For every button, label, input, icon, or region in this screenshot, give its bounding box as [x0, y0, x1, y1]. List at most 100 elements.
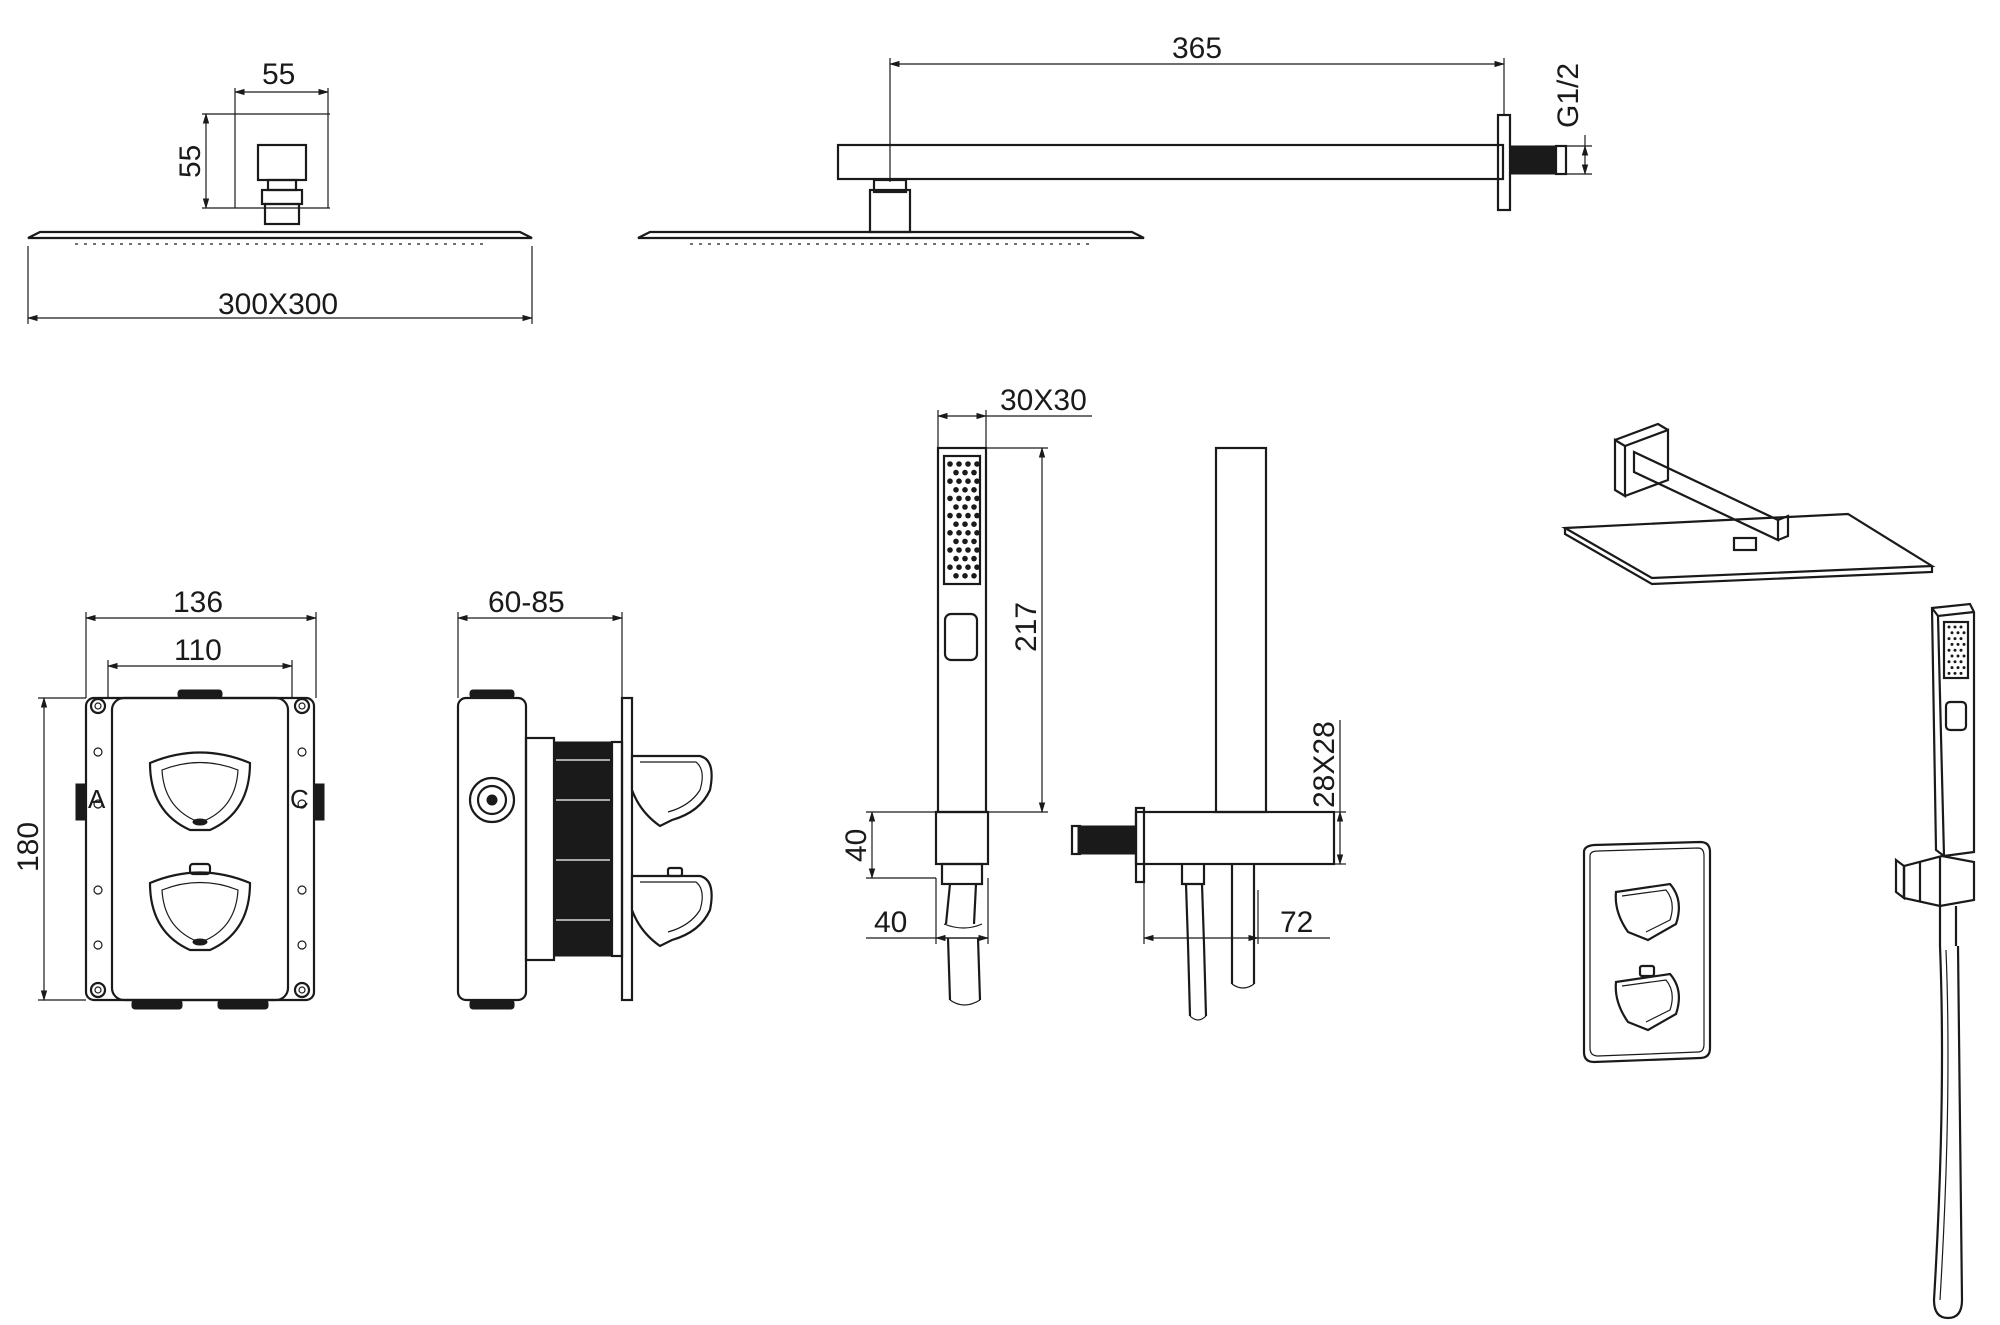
- spray-nozzle: [971, 504, 977, 510]
- spray-nozzle: [947, 495, 953, 502]
- spray-nozzle: [965, 495, 971, 502]
- spray-nozzle: [1959, 671, 1963, 675]
- valve-depth-label: 60-85: [488, 586, 565, 619]
- spray-nozzle: [1956, 631, 1960, 635]
- valve-label-right: C: [290, 784, 309, 814]
- spray-nozzle: [965, 461, 971, 467]
- valve-height-label: 180: [12, 822, 45, 872]
- spray-nozzle: [1962, 642, 1966, 646]
- arm-length-dimension: 365: [888, 32, 1506, 182]
- spray-nozzle: [1953, 637, 1957, 641]
- spray-nozzle: [953, 521, 959, 527]
- spray-nozzle: [947, 530, 953, 536]
- head-size-dimension: 300X300: [26, 246, 534, 324]
- spray-nozzle: [1959, 637, 1963, 641]
- spray-nozzle: [974, 495, 980, 502]
- thread-dimension: G1/2: [1552, 63, 1592, 176]
- spray-nozzle: [956, 530, 962, 536]
- valve-plate-width-dimension: 110: [106, 634, 294, 698]
- holder-width-label: 40: [874, 906, 907, 939]
- valve-box-front-view: A C: [75, 689, 325, 1010]
- spray-nozzle: [962, 573, 968, 579]
- valve-label-left: A: [88, 784, 106, 814]
- bracket-depth-dimension: 72: [1142, 882, 1330, 944]
- spray-nozzle: [953, 487, 959, 493]
- valve-outer-width-dimension: 136: [84, 586, 318, 698]
- spray-nozzle: [974, 461, 980, 467]
- spray-nozzle: [1950, 631, 1954, 635]
- isometric-valve-trim: [1582, 840, 1712, 1064]
- head-width-label: 55: [262, 58, 295, 91]
- spray-nozzle: [1947, 671, 1951, 675]
- spray-nozzle: [1953, 625, 1957, 629]
- spray-nozzle: [965, 478, 971, 485]
- spray-nozzle: [1950, 642, 1954, 646]
- spray-nozzle: [965, 512, 971, 519]
- bracket-depth-label: 72: [1280, 906, 1313, 939]
- spray-nozzle: [953, 504, 959, 510]
- spray-nozzle: [1947, 625, 1951, 629]
- spray-nozzle: [1959, 660, 1963, 664]
- spray-nozzle: [971, 538, 977, 545]
- spray-nozzle: [974, 547, 980, 553]
- spray-nozzle: [1956, 642, 1960, 646]
- arm-length-label: 365: [1172, 32, 1222, 65]
- spray-nozzle: [1953, 648, 1957, 652]
- spray-nozzle-grid: [947, 461, 980, 579]
- hand-shower-front-view: [934, 446, 990, 1006]
- spray-nozzle: [1947, 660, 1951, 664]
- spray-nozzle: [956, 495, 962, 502]
- shower-arm-side-view: [637, 113, 1568, 245]
- spray-nozzle: [965, 530, 971, 536]
- head-size-label: 300X300: [218, 288, 338, 321]
- spray-nozzle: [962, 504, 968, 510]
- spray-nozzle: [956, 461, 962, 467]
- spray-nozzle: [947, 478, 953, 485]
- spray-nozzle: [1962, 631, 1966, 635]
- valve-side-view: [456, 689, 713, 1010]
- spray-nozzle: [956, 564, 962, 570]
- spray-nozzle: [953, 555, 959, 562]
- spray-nozzle: [1959, 625, 1963, 629]
- thread-label: G1/2: [1552, 63, 1585, 128]
- spray-nozzle: [1959, 648, 1963, 652]
- spray-nozzle: [962, 487, 968, 493]
- spray-nozzle: [974, 564, 980, 570]
- spray-nozzle: [1953, 671, 1957, 675]
- isometric-hand-shower: [1894, 602, 1976, 1320]
- spray-nozzle: [965, 547, 971, 553]
- spray-nozzle: [1950, 666, 1954, 670]
- bracket-section-dimension: 28X28: [1308, 720, 1346, 866]
- spray-nozzle: [974, 512, 980, 519]
- holder-width-dimension: 40: [866, 878, 990, 944]
- hand-shower-side-view: [1070, 446, 1336, 1021]
- spray-nozzle: [947, 512, 953, 519]
- valve-plate-width-label: 110: [174, 634, 222, 667]
- iso-spray-nozzle-grid: [1947, 625, 1966, 675]
- spray-nozzle: [962, 555, 968, 562]
- handset-length-label: 217: [1010, 602, 1043, 652]
- spray-nozzle: [953, 573, 959, 579]
- valve-outer-width-label: 136: [173, 586, 223, 619]
- spray-nozzle: [1947, 648, 1951, 652]
- spray-nozzle: [974, 478, 980, 485]
- valve-depth-dimension: 60-85: [456, 586, 624, 698]
- spray-nozzle: [971, 555, 977, 562]
- spray-nozzle: [953, 469, 959, 476]
- spray-nozzle: [1950, 654, 1954, 658]
- handset-length-dimension: 217: [986, 446, 1048, 814]
- spray-nozzle: [1956, 666, 1960, 670]
- shower-head-front-view: [27, 143, 533, 245]
- handset-section-label: 30X30: [1000, 384, 1087, 417]
- spray-nozzle: [1962, 654, 1966, 658]
- spray-nozzle: [947, 461, 953, 467]
- spray-nozzle: [971, 521, 977, 527]
- spray-nozzle: [956, 547, 962, 553]
- spray-nozzle: [971, 487, 977, 493]
- head-height-dimension: 55: [174, 112, 330, 210]
- spray-nozzle: [962, 538, 968, 545]
- bracket-section-label: 28X28: [1308, 721, 1341, 808]
- head-width-dimension: 55: [233, 58, 330, 208]
- spray-nozzle: [971, 573, 977, 579]
